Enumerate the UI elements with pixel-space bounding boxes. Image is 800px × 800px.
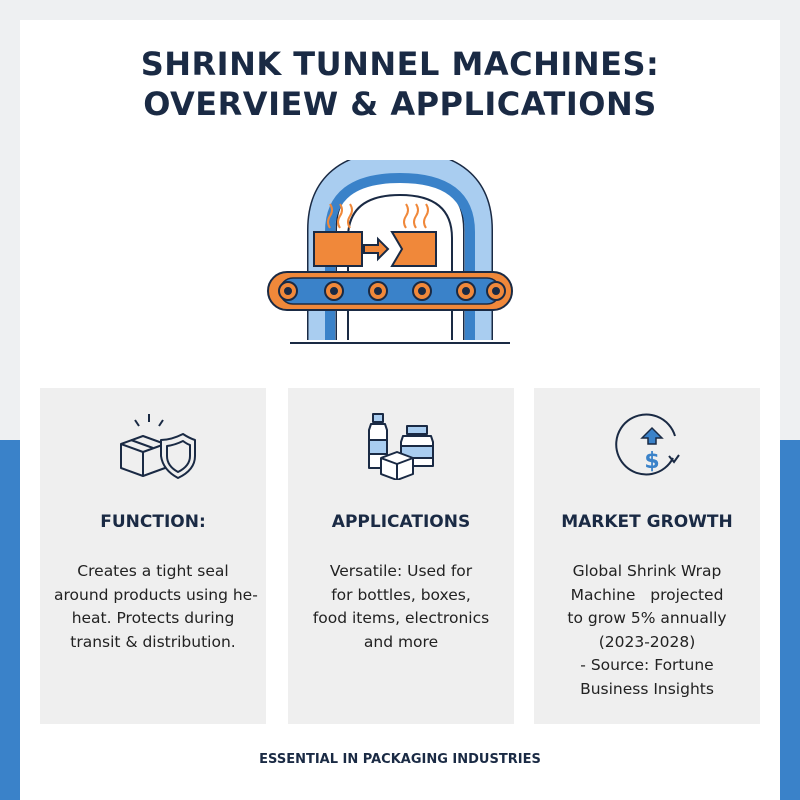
function-text: Creates a tight seal around products usi… [54,560,258,654]
arrow-icon [363,236,390,262]
body-line: Versatile: Used for [329,562,473,580]
body-line: transit & distribution. [70,632,236,651]
package-shield-icon [40,410,266,480]
page-title: SHRINK TUNNEL MACHINES: OVERVIEW & APPLI… [0,44,800,124]
body-line: Global Shrink Wrap [572,562,722,580]
body-line: - Source: Fortune [580,656,714,674]
applications-text: Versatile: Used for for bottles, boxes, … [302,560,500,654]
dollar-growth-icon: $ [534,410,760,480]
body-line: food items, electronics [312,609,490,627]
body-line: (2023-2028) [598,632,696,651]
conveyor-rollers [278,281,506,301]
footer-tagline: ESSENTIAL IN PACKAGING INDUSTRIES [259,752,541,767]
title-line-1: SHRINK TUNNEL MACHINES: [140,45,660,83]
body-line: heat. Protects during [71,609,235,627]
function-card: FUNCTION: Creates a tight seal around pr… [40,388,266,724]
body-line: Machine projected [570,585,724,604]
market-growth-card: $ MARKET GROWTH Global Shrink Wrap Machi… [534,388,760,724]
function-heading: FUNCTION: [100,512,206,532]
applications-card: APPLICATIONS Versatile: Used for for bot… [288,388,514,724]
title-line-2: OVERVIEW & APPLICATIONS [143,85,657,123]
body-line: to grow 5% annually [567,609,727,627]
applications-heading: APPLICATIONS [331,512,471,532]
wrapped-product [390,231,437,267]
body-line: around products using he- [54,585,258,604]
body-line: Business Insights [580,679,714,698]
body-line: and more [363,632,439,651]
heat-waves-icon [327,203,429,229]
body-line: Creates a tight seal [77,562,229,580]
shrink-tunnel-conveyor-illustration [260,150,540,350]
bottles-boxes-icon [288,410,514,480]
product-box [313,231,363,267]
body-line: for bottles, boxes, [331,585,471,604]
market-growth-heading: MARKET GROWTH [561,512,733,532]
market-growth-text: Global Shrink Wrap Machine projected to … [548,560,746,701]
svg-text:$: $ [644,449,659,474]
